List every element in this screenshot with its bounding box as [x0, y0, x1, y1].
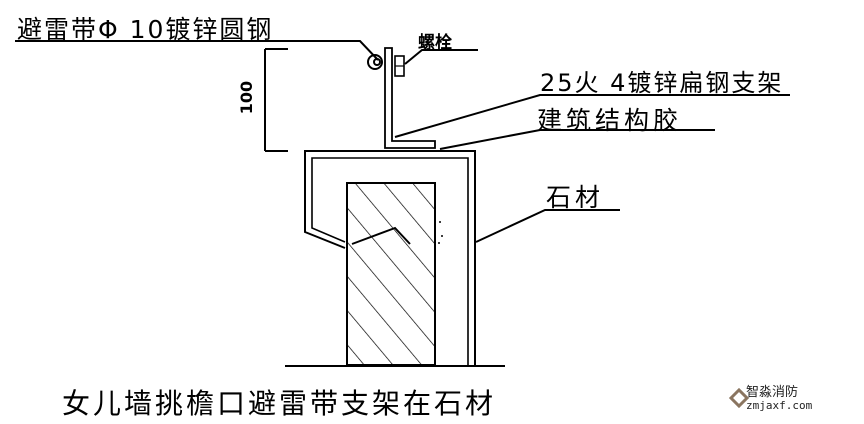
dimension-value: 100	[237, 80, 257, 115]
leader-lightning-strip	[15, 40, 379, 61]
watermark-url: zmjaxf.com	[746, 399, 813, 412]
watermark-name: 智淼消防	[746, 385, 799, 400]
leader-bracket	[394, 94, 790, 138]
anchor	[351, 226, 411, 245]
watermark-logo-icon	[728, 387, 750, 409]
label-bracket: 25火 4镀锌扁钢支架	[540, 69, 784, 97]
label-adhesive: 建筑结构胶	[537, 106, 683, 135]
label-bolt: 螺栓	[418, 33, 452, 53]
leader-bolt	[404, 49, 478, 65]
caption: 女儿墙挑檐口避雷带支架在石材	[62, 387, 497, 420]
leader-stone	[475, 209, 620, 243]
label-lightning-strip: 避雷带Φ 10镀锌圆钢	[17, 15, 274, 44]
stone-cladding	[304, 150, 476, 366]
leader-adhesive	[439, 129, 715, 150]
watermark: 智淼消防 zmjaxf.com	[746, 386, 812, 412]
flat-steel-bracket	[384, 47, 436, 149]
round-steel	[367, 54, 383, 70]
label-stone: 石材	[546, 183, 605, 212]
